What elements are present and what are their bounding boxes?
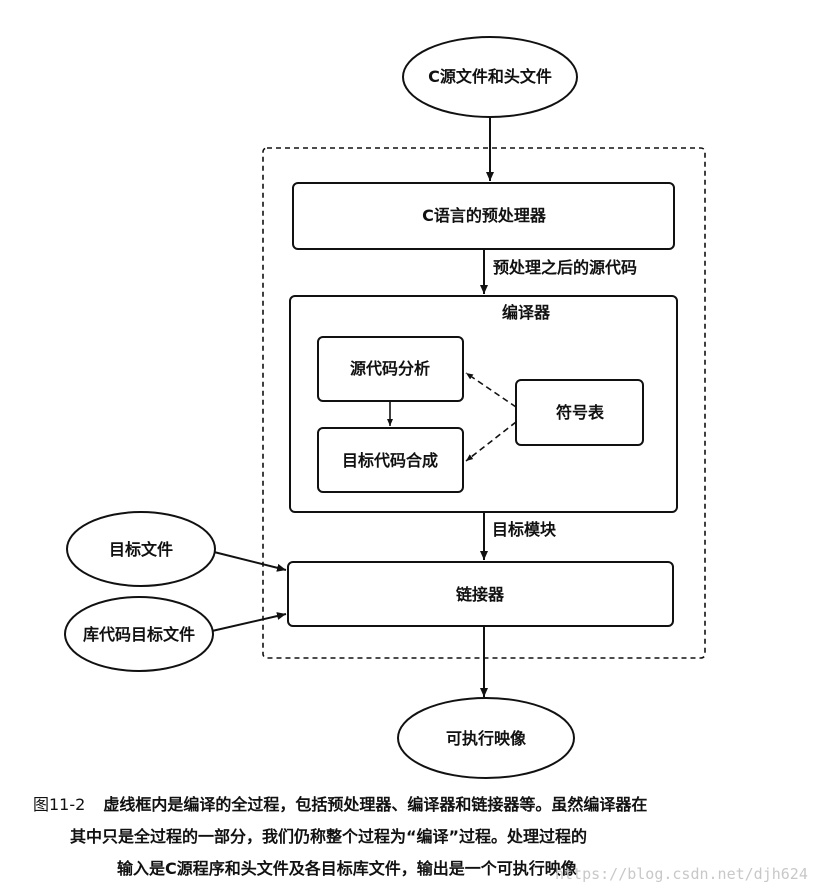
object-files-label: 目标文件	[109, 540, 173, 559]
code-generation-box	[317, 427, 464, 493]
linker-box	[287, 561, 674, 627]
arrow-library-files-to-linker	[211, 612, 287, 632]
preprocessor-label: C语言的预处理器	[422, 206, 547, 225]
compiler-label: 编译器	[502, 303, 551, 322]
figure-caption-line-2: 其中只是全过程的一部分，我们仍称整个过程为“编译”过程。处理过程的	[70, 827, 588, 846]
figure-caption-line-3: 输入是C源程序和头文件及各目标库文件，输出是一个可执行映像	[117, 859, 577, 878]
source-analysis-label: 源代码分析	[350, 359, 430, 378]
library-object-files-label: 库代码目标文件	[83, 625, 195, 644]
arrow-object-files-to-linker	[213, 551, 287, 572]
figure-number: 图11-2	[33, 795, 86, 814]
watermark-url: https://blog.csdn.net/djh624	[555, 865, 808, 883]
library-object-files-ellipse	[64, 596, 214, 672]
object-files-ellipse	[66, 511, 216, 587]
dashed-link-analysis-symbol-table	[465, 372, 517, 408]
executable-label: 可执行映像	[446, 729, 527, 748]
symbol-table-label: 符号表	[556, 403, 605, 422]
linker-label: 链接器	[456, 585, 505, 604]
object-module-label: 目标模块	[492, 520, 557, 539]
dashed-link-symbol-table-generation	[465, 421, 517, 462]
preprocessed-source-label: 预处理之后的源代码	[493, 258, 637, 277]
executable-ellipse	[397, 697, 575, 779]
input-source-label: C源文件和头文件	[428, 67, 552, 86]
figure-caption-line-1: 图11-2 虚线框内是编译的全过程，包括预处理器、编译器和链接器等。虽然编译器在	[33, 791, 647, 815]
code-generation-label: 目标代码合成	[342, 451, 438, 470]
caption-text-1: 虚线框内是编译的全过程，包括预处理器、编译器和链接器等。虽然编译器在	[103, 795, 648, 814]
symbol-table-box	[515, 379, 644, 446]
